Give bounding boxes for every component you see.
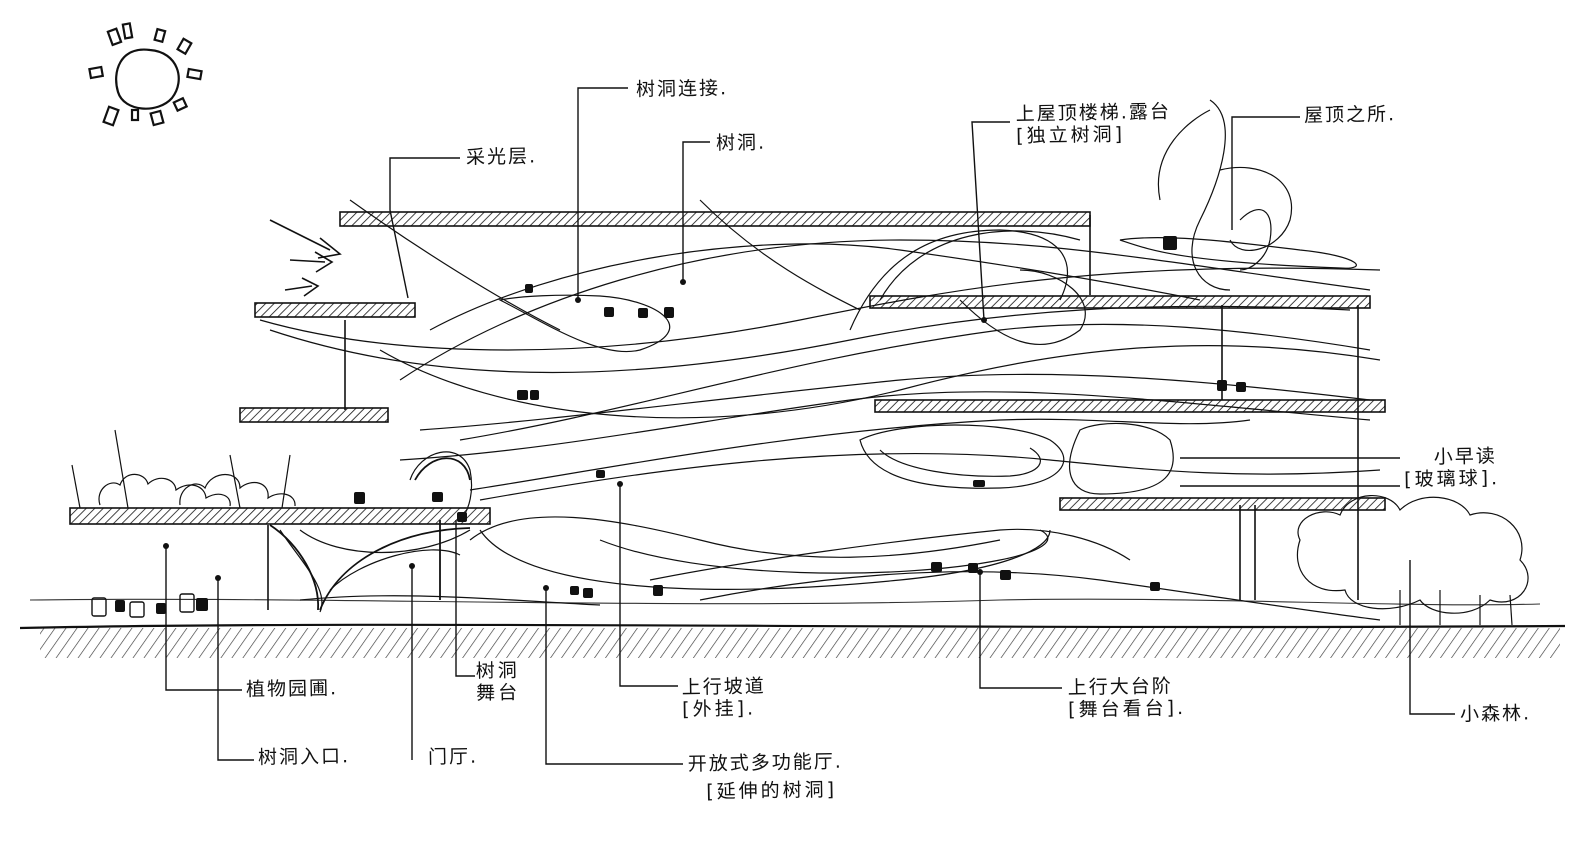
label-tree-cave-entrance: 树洞入口. — [257, 745, 351, 769]
label-roof-stair-platform-sub: [独立树洞] — [1016, 123, 1126, 148]
label-open-function-hall-main: 开放式多功能厅. — [687, 750, 843, 776]
leader-lines — [165, 87, 1455, 765]
label-lobby: 门厅. — [427, 745, 479, 769]
label-up-ramp-main: 上行坡道 — [681, 675, 767, 699]
label-small-sunroom-sub: [玻璃球]. — [1404, 467, 1501, 491]
label-roof-house: 屋顶之所. — [1303, 103, 1397, 127]
people-figures — [115, 236, 1246, 614]
label-open-function-hall: 开放式多功能厅. [延伸的树洞] — [688, 751, 844, 804]
sun-icon — [88, 22, 203, 127]
small-forest-trees — [1296, 495, 1529, 626]
label-up-grand-stair: 上行大台阶 [舞台看台]. — [1068, 675, 1187, 721]
columns — [267, 215, 1359, 610]
label-plant-garden: 植物园圃. — [245, 677, 339, 701]
label-small-sunroom-main: 小早读 — [1433, 445, 1498, 469]
label-up-ramp: 上行坡道 [外挂]. — [682, 675, 767, 720]
label-open-function-hall-sub: [延伸的树洞] — [706, 778, 838, 804]
label-small-forest: 小森林. — [1459, 702, 1532, 726]
label-small-sunroom: 小早读 [玻璃球]. — [1404, 445, 1501, 491]
ground-line — [19, 598, 1566, 658]
entrance-arch — [269, 457, 471, 611]
label-up-grand-stair-main: 上行大台阶 — [1067, 675, 1174, 700]
label-tree-cave-connect: 树洞连接. — [635, 77, 729, 101]
label-up-grand-stair-sub: [舞台看台]. — [1068, 696, 1187, 722]
label-tree-cave-stage-line1: 树洞 — [475, 659, 521, 683]
label-lighting-floor: 采光层. — [465, 145, 538, 169]
label-tree-cave-stage-line2: 舞台 — [476, 681, 521, 705]
leader-dots — [163, 279, 987, 591]
label-up-ramp-sub: [外挂]. — [682, 697, 757, 721]
people-outlines — [91, 593, 195, 618]
light-arrows — [269, 219, 342, 297]
label-roof-stair-platform: 上屋顶楼梯.露台 [独立树洞] — [1016, 101, 1172, 148]
garden-shrubs — [71, 429, 296, 509]
label-tree-cave: 树洞. — [715, 131, 767, 155]
tree-cave-curves — [259, 199, 1381, 621]
floor-slabs — [69, 211, 1386, 525]
label-tree-cave-stage: 树洞 舞台 — [476, 660, 521, 705]
label-roof-stair-platform-main: 上屋顶楼梯.露台 — [1015, 100, 1172, 126]
roof-house-scribble — [1157, 99, 1293, 291]
